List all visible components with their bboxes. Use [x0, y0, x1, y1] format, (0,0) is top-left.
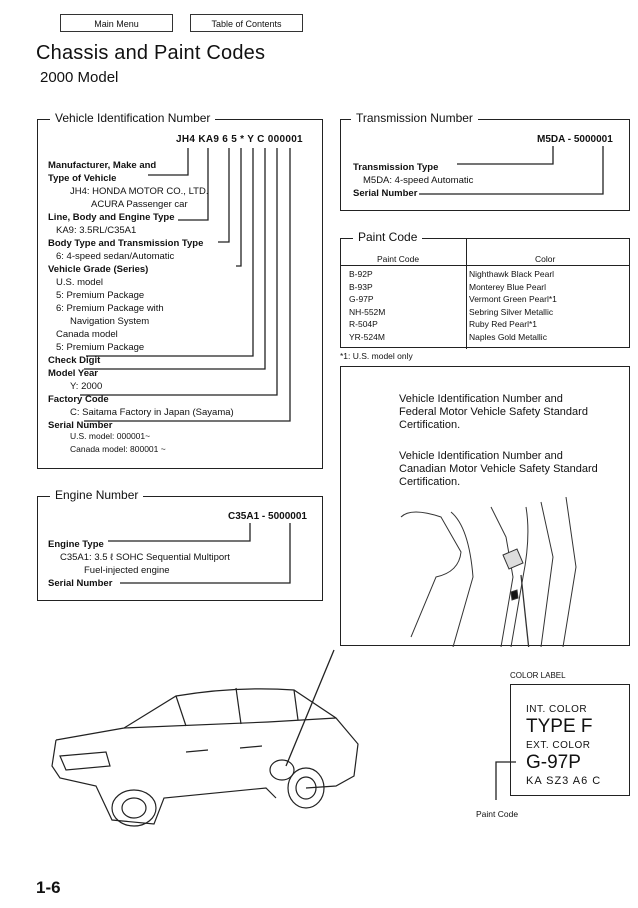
paint-row-color: Naples Gold Metallic	[469, 331, 547, 342]
paint-row-code: G-97P	[349, 294, 374, 304]
engine-code: C35A1 - 5000001	[228, 511, 307, 522]
table-of-contents-button[interactable]: Table of Contents	[190, 14, 303, 32]
vin-row: 5: Premium Package	[56, 342, 145, 353]
paint-row-color: Monterey Blue Pearl	[469, 281, 547, 292]
transmission-leader-lines	[419, 146, 604, 195]
color-label-panel: INT. COLOR TYPE F EXT. COLOR G-97P KA SZ…	[510, 684, 630, 796]
door-jamb-illustration	[400, 497, 577, 647]
paint-row-code: B-92P	[349, 269, 373, 279]
vin-row: JH4: HONDA MOTOR CO., LTD.	[70, 186, 209, 197]
vin-row: Y: 2000	[70, 381, 103, 392]
vin-row: Line, Body and Engine Type	[48, 212, 175, 223]
paint-row-color: Ruby Red Pearl*1	[469, 319, 538, 329]
paint-code-legend: Paint Code	[353, 230, 423, 244]
vin-row: Serial Number	[48, 420, 113, 431]
engine-type-label: Engine Type	[48, 539, 104, 550]
vin-row: U.S. model	[56, 277, 103, 288]
paint-row-code: R-504P	[349, 319, 378, 329]
paint-code-pointer	[495, 761, 516, 800]
paint-col-divider	[341, 239, 467, 349]
vin-row: ACURA Passenger car	[91, 199, 188, 210]
vin-row: Check Digit	[48, 355, 101, 366]
label-bottom-code: KA SZ3 A6 C	[526, 775, 602, 787]
vin-row: 6: 4-speed sedan/Automatic	[56, 251, 175, 262]
engine-type-value-1: C35A1: 3.5 ℓ SOHC Sequential Multiport	[60, 552, 230, 563]
paint-code-caption: Paint Code	[476, 809, 519, 819]
label-paint-code: G-97P	[526, 752, 581, 773]
vin-row: 6: Premium Package with	[56, 303, 164, 314]
vin-row: Type of Vehicle	[48, 173, 117, 184]
paint-footnote: *1: U.S. model only	[340, 351, 413, 361]
paint-row-color: Sebring Silver Metallic	[469, 306, 554, 317]
certification-panel: Vehicle Identification Number and Federa…	[340, 366, 630, 647]
vin-row: Factory Code	[48, 394, 109, 405]
paint-col-color-header: Color	[535, 254, 556, 264]
vin-serial-us: U.S. model: 000001~	[70, 431, 151, 441]
vin-row: Navigation System	[70, 316, 150, 327]
engine-type-value-2: Fuel-injected engine	[84, 565, 170, 576]
transmission-type-label: Transmission Type	[353, 162, 439, 173]
transmission-panel: Transmission Number M5DA - 5000001 Trans…	[340, 111, 630, 211]
cert-canada-text: Vehicle Identification Number and Canadi…	[399, 450, 598, 488]
vin-leader-lines	[80, 148, 291, 422]
page-number: 1-6	[36, 878, 61, 897]
label-ext-color: EXT. COLOR	[526, 740, 591, 751]
paint-code-panel: Paint Code Paint Code Color B-92P Nightha…	[340, 230, 630, 349]
transmission-type-value: M5DA: 4-speed Automatic	[363, 175, 474, 186]
vin-code: JH4 KA9 6 5 * Y C 000001	[176, 134, 303, 145]
vin-row: Canada model	[56, 329, 118, 340]
vin-panel: Vehicle Identification Number JH4 KA9 6 …	[37, 111, 323, 469]
paint-header-divider	[341, 265, 629, 266]
engine-panel: Engine Number C35A1 - 5000001 Engine Typ…	[37, 488, 323, 601]
label-int-color: INT. COLOR	[526, 704, 588, 715]
vin-serial-canada: Canada model: 800001 ~	[70, 444, 166, 454]
vin-row: C: Saitama Factory in Japan (Sayama)	[70, 407, 234, 418]
engine-legend: Engine Number	[50, 488, 144, 502]
vin-row: Vehicle Grade (Series)	[48, 264, 149, 275]
vin-row: KA9: 3.5RL/C35A1	[56, 225, 137, 236]
color-label-caption: COLOR LABEL	[510, 671, 566, 680]
paint-row-color: Nighthawk Black Pearl	[469, 269, 555, 279]
cert-us-text: Vehicle Identification Number and Federa…	[399, 393, 588, 431]
paint-row-color: Vermont Green Pearl*1	[469, 294, 557, 304]
engine-leader-lines	[108, 523, 291, 584]
paint-col-code-header: Paint Code	[377, 254, 420, 264]
transmission-code: M5DA - 5000001	[537, 134, 613, 145]
paint-row-code: B-93P	[349, 281, 373, 292]
paint-row-code: NH-552M	[349, 306, 386, 317]
vin-row: Manufacturer, Make and	[48, 160, 157, 171]
vin-legend: Vehicle Identification Number	[50, 111, 216, 125]
transmission-serial-label: Serial Number	[353, 188, 418, 199]
page-title: Chassis and Paint Codes	[36, 42, 266, 64]
label-type: TYPE F	[526, 716, 593, 737]
vin-row: Model Year	[48, 368, 98, 379]
page-subtitle: 2000 Model	[40, 69, 119, 86]
paint-row-code: YR-524M	[349, 331, 385, 342]
vin-row: 5: Premium Package	[56, 290, 145, 301]
main-menu-button[interactable]: Main Menu	[60, 14, 173, 32]
car-illustration	[51, 649, 359, 827]
transmission-legend: Transmission Number	[351, 111, 478, 125]
vin-row: Body Type and Transmission Type	[48, 238, 204, 249]
engine-serial-label: Serial Number	[48, 578, 113, 589]
